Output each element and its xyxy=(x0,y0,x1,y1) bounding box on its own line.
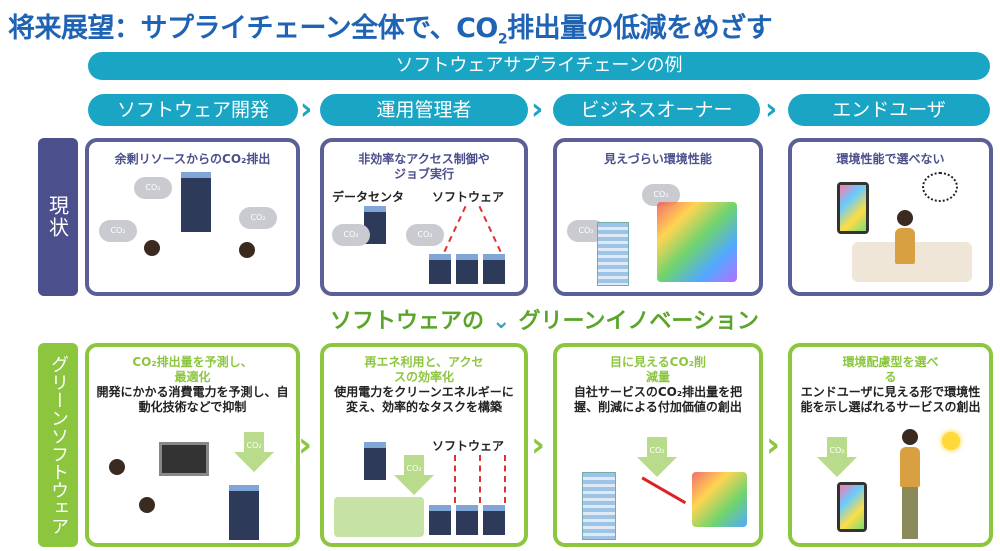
co2-cloud-icon: CO₂ xyxy=(239,207,277,229)
user-body-icon xyxy=(895,228,915,264)
green-end-user-card: 環境配慮型を選べる エンドユーザに見える形で環境性能を示し選ばれるサービスの創出… xyxy=(788,343,993,547)
chevron-right-icon: › xyxy=(531,425,546,465)
software-label: ソフトウェア xyxy=(432,439,505,453)
apps-tablet-icon xyxy=(692,472,747,527)
card-description: 使用電力をクリーンエネルギーに変え、効率的なタスクを構築 xyxy=(334,385,514,414)
broken-link-icon xyxy=(443,205,467,253)
stage-end-user: エンドユーザ xyxy=(788,94,990,126)
server-icon xyxy=(456,254,478,284)
card-description: 自社サービスのCO₂排出量を把握、削減による付加価値の創出 xyxy=(573,385,743,414)
card-description: エンドユーザに見える形で環境性能を示し選ばれるサービスの創出 xyxy=(800,385,981,414)
developer-icon xyxy=(144,240,160,256)
current-business-owner-card: 見えづらい環境性能 CO₂ CO₂ xyxy=(553,138,763,296)
co2-down-arrow-icon: CO₂ xyxy=(637,437,677,477)
co2-down-arrow-icon: CO₂ xyxy=(394,455,434,495)
smartphone-icon xyxy=(837,182,869,234)
link-line-icon xyxy=(479,455,481,503)
co2-cloud-icon: CO₂ xyxy=(567,220,605,242)
chevron-right-icon: › xyxy=(765,92,778,127)
card-heading: 再エネ利用と、アクセスの効率化 xyxy=(364,355,484,384)
card-heading: 環境性能で選べない xyxy=(836,152,945,166)
building-icon xyxy=(597,222,629,286)
server-rack-icon xyxy=(181,172,211,232)
page-title: 将来展望：サプライチェーン全体で、CO2排出量の低減をめざす xyxy=(8,13,773,48)
building-icon xyxy=(582,472,616,540)
renewable-energy-icon xyxy=(334,497,424,537)
stage-business-owner: ビジネスオーナー xyxy=(553,94,760,126)
chevron-right-icon: › xyxy=(300,92,313,127)
co2-cloud-icon: CO₂ xyxy=(332,224,370,246)
server-icon xyxy=(429,505,451,535)
software-label: ソフトウェア xyxy=(432,190,505,204)
card-heading: 見えづらい環境性能 xyxy=(604,152,712,166)
co2-down-arrow-icon: CO₂ xyxy=(234,432,274,472)
supply-chain-banner: ソフトウェアサプライチェーンの例 xyxy=(88,52,990,80)
double-chevron-down-icon: ⌄ xyxy=(492,309,511,334)
chevron-right-icon: › xyxy=(298,425,313,465)
card-heading: 目に見えるCO₂削減量 xyxy=(610,355,706,384)
card-description: 開発にかかる消費電力を予測し、自動化技術などで抑制 xyxy=(96,385,289,414)
chevron-right-icon: › xyxy=(766,425,781,465)
datacenter-label: データセンタ xyxy=(332,190,405,204)
co2-cloud-icon: CO₂ xyxy=(134,177,172,199)
decreasing-chart-icon xyxy=(627,476,687,528)
apps-tablet-icon xyxy=(657,202,737,282)
co2-cloud-icon: CO₂ xyxy=(642,184,680,206)
side-label-current: 現状 xyxy=(38,138,78,296)
user-icon xyxy=(902,429,918,445)
server-icon xyxy=(483,505,505,535)
card-heading: 環境配慮型を選べる xyxy=(842,355,939,384)
stage-operations: 運用管理者 xyxy=(320,94,528,126)
chevron-right-icon: › xyxy=(531,92,544,127)
datacenter-icon xyxy=(364,442,386,480)
developer-icon xyxy=(239,242,255,258)
green-innovation-heading: ソフトウェアの⌄グリーンイノベーション xyxy=(330,309,759,334)
current-operations-card: 非効率なアクセス制御やジョブ実行 データセンタ ソフトウェア CO₂ CO₂ xyxy=(320,138,528,296)
green-business-owner-card: 目に見えるCO₂削減量 自社サービスのCO₂排出量を把握、削減による付加価値の創… xyxy=(553,343,763,547)
user-icon xyxy=(897,210,913,226)
gear-monitor-icon xyxy=(159,442,209,476)
co2-cloud-icon: CO₂ xyxy=(99,220,137,242)
user-body-icon xyxy=(900,447,920,487)
lightbulb-icon xyxy=(942,432,960,450)
stage-software-dev: ソフトウェア開発 xyxy=(88,94,298,126)
card-heading: 余剰リソースからのCO₂排出 xyxy=(114,152,271,166)
user-legs-icon xyxy=(902,487,918,539)
developer-icon xyxy=(109,459,125,475)
server-icon xyxy=(429,254,451,284)
link-line-icon xyxy=(504,455,506,503)
co2-cloud-icon: CO₂ xyxy=(406,224,444,246)
server-rack-icon xyxy=(229,485,259,540)
green-software-dev-card: CO₂排出量を予測し、最適化 開発にかかる消費電力を予測し、自動化技術などで抑制… xyxy=(85,343,300,547)
developer-icon xyxy=(139,497,155,513)
card-heading: CO₂排出量を予測し、最適化 xyxy=(132,355,253,384)
side-label-green: グリーンソフトウェア xyxy=(38,343,78,547)
card-heading: 非効率なアクセス制御やジョブ実行 xyxy=(358,152,490,181)
current-end-user-card: 環境性能で選べない xyxy=(788,138,993,296)
server-icon xyxy=(483,254,505,284)
link-line-icon xyxy=(454,455,456,503)
green-operations-card: 再エネ利用と、アクセスの効率化 使用電力をクリーンエネルギーに変え、効率的なタス… xyxy=(320,343,528,547)
current-software-dev-card: 余剰リソースからのCO₂排出 CO₂ CO₂ CO₂ xyxy=(85,138,300,296)
co2-down-arrow-icon: CO₂ xyxy=(817,437,857,477)
confused-scribble-icon xyxy=(922,172,958,202)
broken-link-icon xyxy=(478,205,502,253)
smartphone-icon xyxy=(837,482,867,532)
server-icon xyxy=(456,505,478,535)
